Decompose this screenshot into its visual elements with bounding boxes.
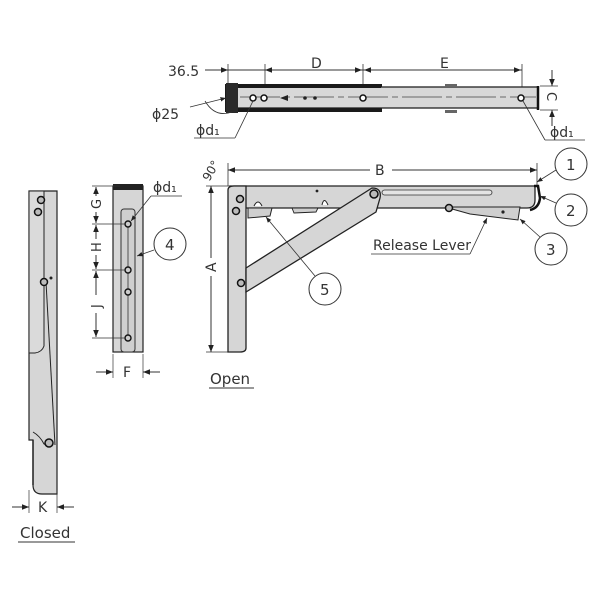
dim-a-label: A: [204, 262, 220, 272]
dim-c-label: C: [543, 92, 558, 101]
hole-icon: [249, 94, 257, 102]
closed-caption: Closed: [20, 524, 70, 542]
hole-icon: [359, 94, 367, 102]
vertical-arm: [227, 185, 247, 353]
callout-5: 5: [265, 216, 342, 306]
svg-text:5: 5: [320, 281, 330, 299]
svg-text:4: 4: [165, 236, 175, 254]
svg-text:2: 2: [566, 202, 576, 220]
horizontal-arm: [229, 185, 536, 209]
angle-label: 90°: [200, 158, 223, 183]
diagonal-strut: [245, 187, 381, 294]
open-caption: Open: [210, 370, 250, 388]
top-view: 36.5 D E C ϕ25 ϕd₁ ϕd₁: [152, 56, 585, 141]
hole-icon: [260, 94, 268, 102]
phi-d1-left-label: ϕd₁: [196, 123, 220, 139]
hole-icon: [517, 94, 525, 102]
arm-body: [227, 86, 539, 109]
callout-3: 3: [519, 218, 568, 266]
dim-b-label: B: [375, 163, 385, 179]
dim-e-label: E: [440, 56, 449, 72]
callout-4: 4: [136, 227, 187, 261]
open-view: B A 90° 1: [200, 147, 588, 389]
svg-text:3: 3: [546, 241, 556, 259]
dim-offset-label: 36.5: [168, 64, 199, 80]
dim-g-label: G: [90, 199, 105, 209]
side-view: G H J F ϕd₁ 4: [89, 180, 187, 381]
release-lever-label: Release Lever: [373, 238, 471, 254]
dim-d-label: D: [311, 56, 322, 72]
dim-h-label: H: [90, 242, 105, 252]
dim-j-label: J: [90, 304, 105, 309]
dim-f-label: F: [123, 365, 131, 381]
svg-text:1: 1: [566, 156, 576, 174]
side-phi-d1-label: ϕd₁: [153, 180, 177, 196]
callout-1: 1: [536, 147, 588, 183]
closed-view: K Closed: [12, 190, 75, 543]
phi-d1-right-label: ϕd₁: [550, 125, 574, 141]
dim-k-label: K: [38, 500, 48, 516]
phi25-label: ϕ25: [152, 107, 179, 123]
callout-2: 2: [539, 193, 588, 227]
